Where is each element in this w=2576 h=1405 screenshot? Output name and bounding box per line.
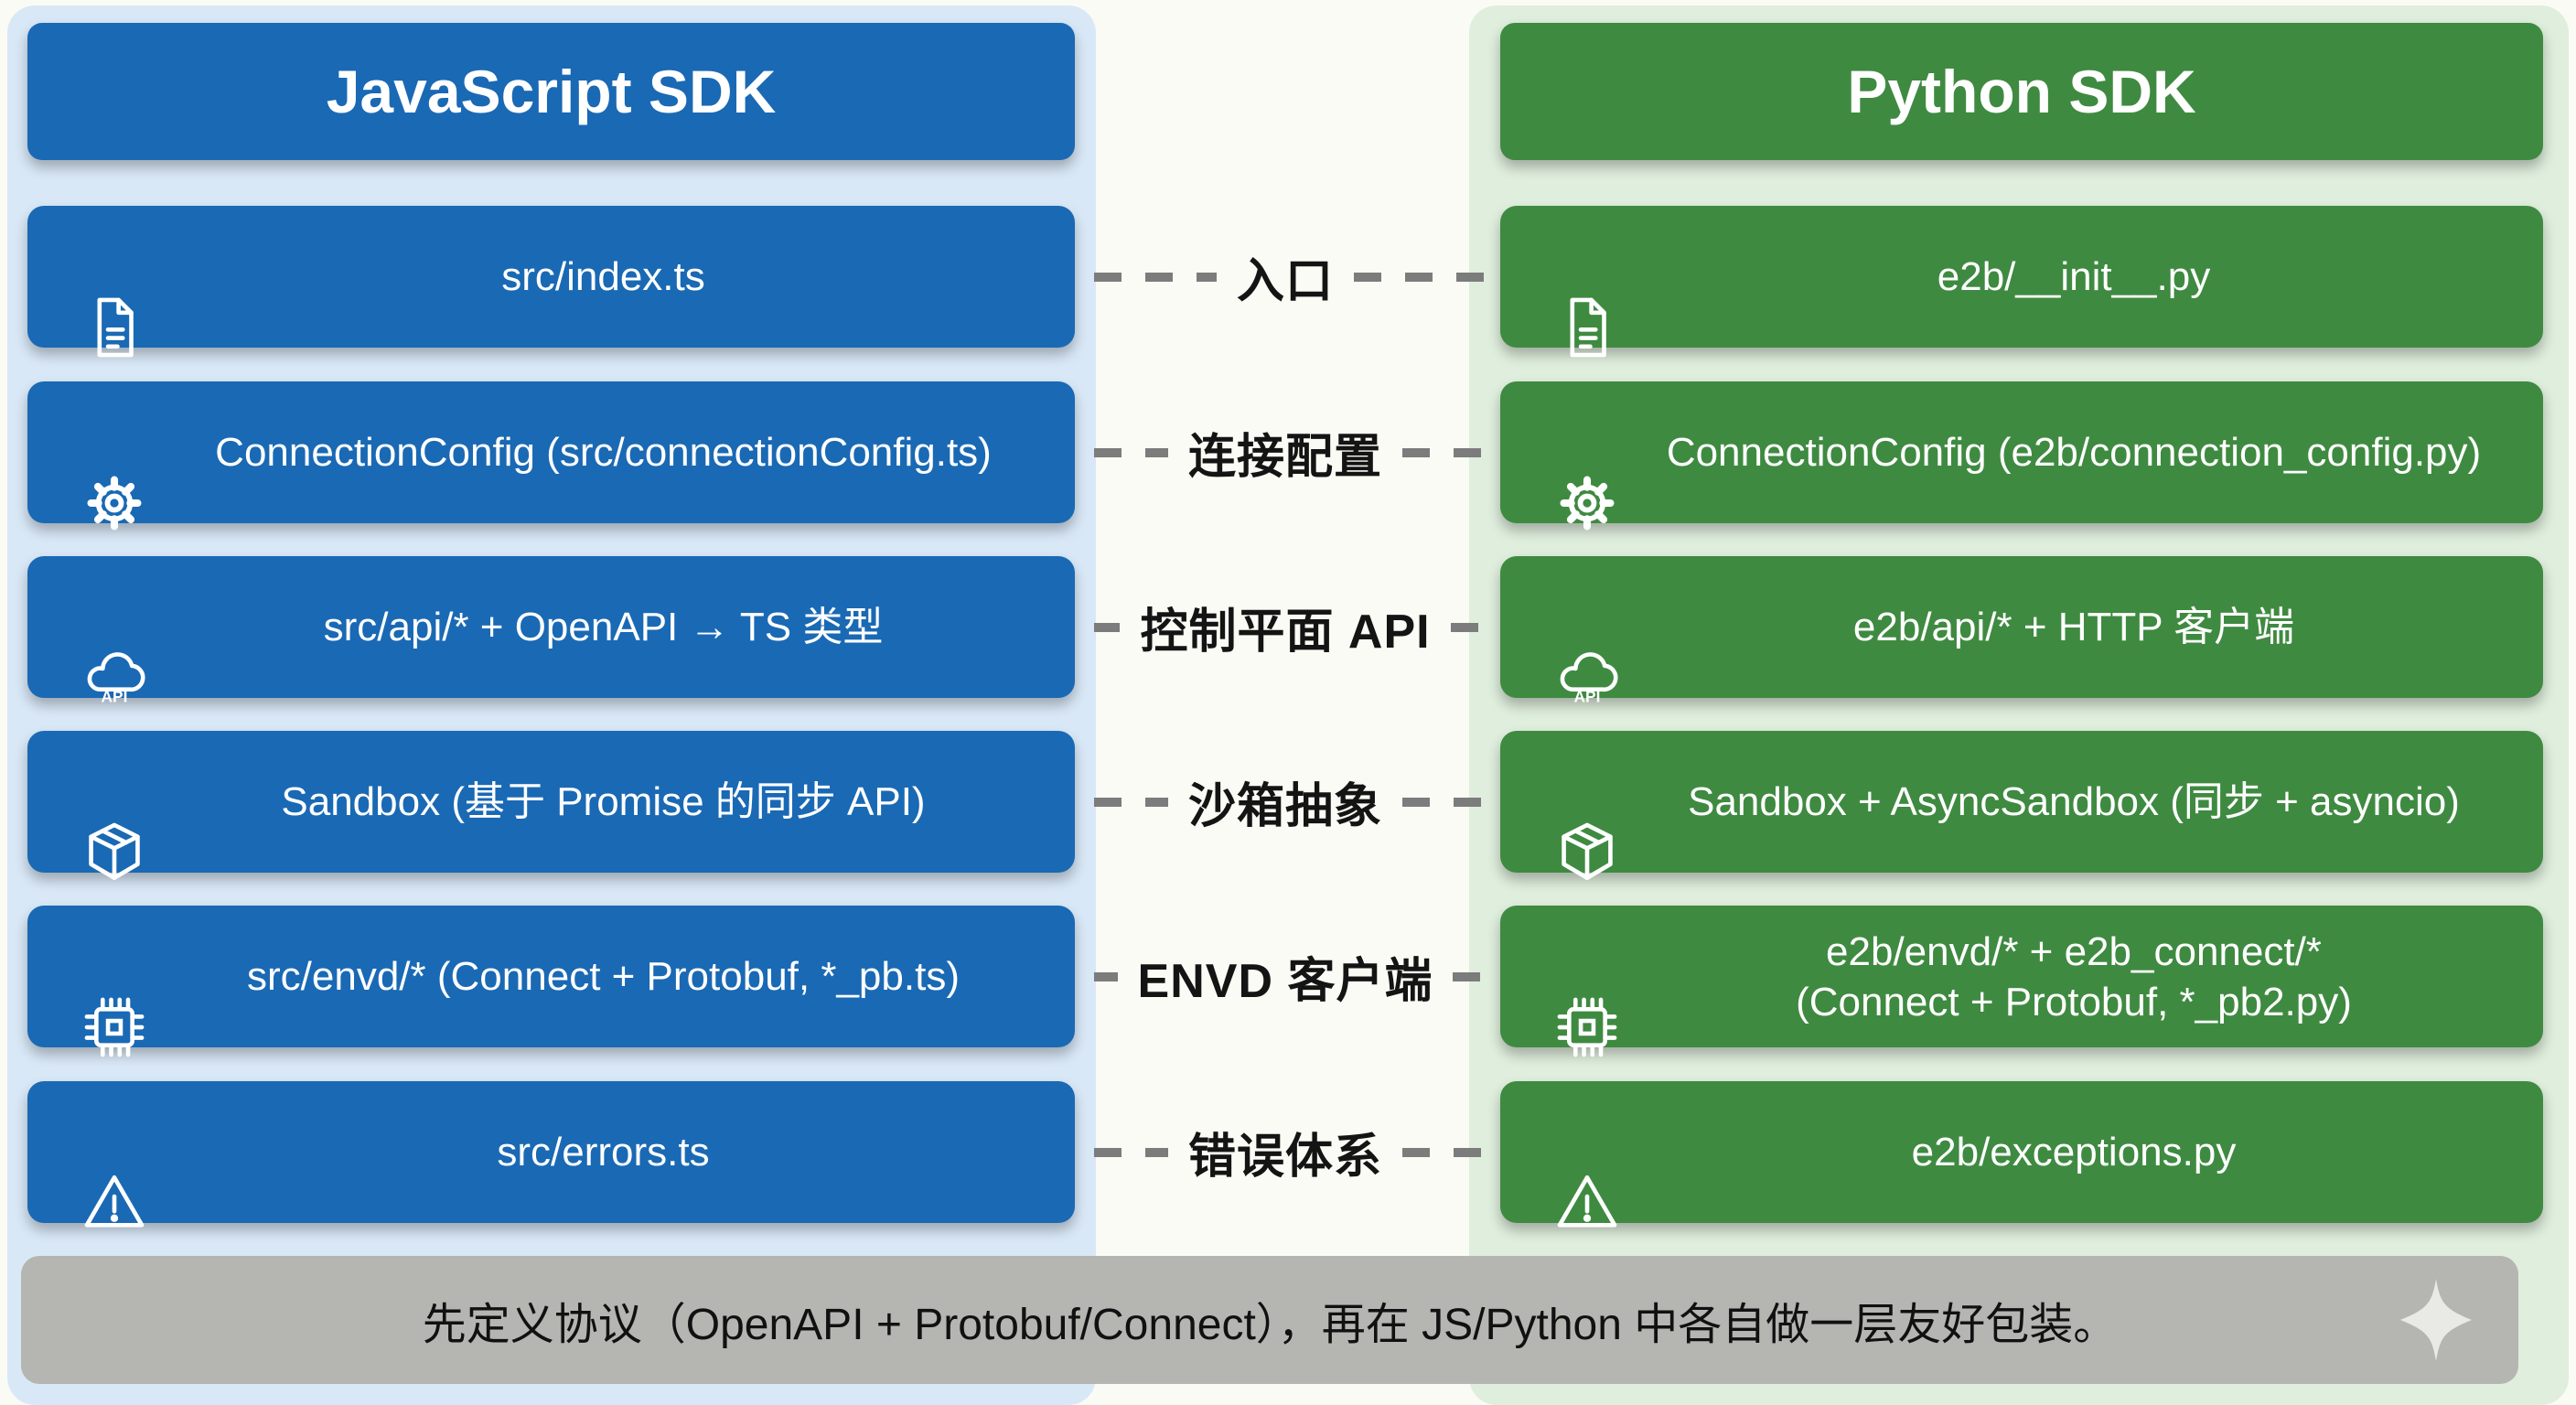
connector-label: 错误体系	[1188, 1131, 1383, 1184]
document-icon	[80, 243, 148, 357]
connector-label: 控制平面 API	[1140, 606, 1431, 659]
dash-line	[1043, 622, 1121, 632]
py-row-label: e2b/exceptions.py	[1911, 1130, 2237, 1174]
connector-label: 入口	[1237, 255, 1335, 308]
dash-line	[1453, 971, 1529, 981]
connector-label: 连接配置	[1188, 431, 1383, 484]
warning-icon	[1553, 1119, 1621, 1228]
api-cloud-icon: API	[1553, 594, 1621, 705]
dash-line	[1043, 797, 1168, 807]
js-row-label: Sandbox (基于 Promise 的同步 API)	[281, 779, 926, 824]
footer-text: 先定义协议（OpenAPI + Protobuf/Connect），再在 JS/…	[422, 1301, 2118, 1349]
dash-line	[1450, 622, 1529, 632]
connector-label: 沙箱抽象	[1188, 780, 1383, 833]
connector-sandbox-abstraction: 沙箱抽象	[1043, 731, 1529, 873]
py-row-envd: e2b/envd/* + e2b_connect/* (Connect + Pr…	[1500, 906, 2543, 1056]
dash-line	[1402, 447, 1529, 457]
svg-text:API: API	[102, 687, 128, 705]
py-row-entry: e2b/__init__.py	[1500, 206, 2543, 357]
js-row-entry: src/index.ts	[27, 206, 1075, 357]
py-row-connection-config: ConnectionConfig (e2b/connection_config.…	[1500, 381, 2543, 530]
gear-icon	[1553, 419, 1621, 530]
js-row-label: ConnectionConfig (src/connectionConfig.t…	[215, 430, 992, 475]
py-row-exceptions: e2b/exceptions.py	[1500, 1081, 2543, 1228]
connector-entry: 入口	[1043, 206, 1529, 348]
py-row-label: Sandbox + AsyncSandbox (同步 + asyncio)	[1688, 779, 2460, 824]
py-row-label: e2b/__init__.py	[1937, 254, 2211, 299]
connector-connection-config: 连接配置	[1043, 381, 1529, 523]
sparkle-icon	[2392, 1276, 2480, 1364]
js-row-sandbox: Sandbox (基于 Promise 的同步 API)	[27, 731, 1075, 880]
chip-icon	[1553, 943, 1621, 1056]
js-row-label: src/errors.ts	[497, 1130, 710, 1174]
document-icon	[1553, 243, 1621, 357]
connector-error-system: 错误体系	[1043, 1081, 1529, 1223]
dash-line	[1402, 797, 1529, 807]
py-row-label: e2b/envd/* + e2b_connect/* (Connect + Pr…	[1796, 928, 2352, 1024]
package-icon	[1553, 768, 1621, 880]
gear-icon	[80, 419, 148, 530]
py-row-label: e2b/api/* + HTTP 客户端	[1852, 605, 2295, 649]
js-row-errors: src/errors.ts	[27, 1081, 1075, 1228]
dash-line	[1043, 1147, 1168, 1157]
warning-icon	[80, 1119, 148, 1228]
dash-line	[1043, 272, 1217, 282]
connector-control-plane-api: 控制平面 API	[1043, 556, 1529, 698]
js-row-connection-config: ConnectionConfig (src/connectionConfig.t…	[27, 381, 1075, 530]
js-row-label: src/api/* + OpenAPI → TS 类型	[323, 605, 884, 649]
py-row-label: ConnectionConfig (e2b/connection_config.…	[1666, 430, 2482, 475]
dash-line	[1354, 272, 1529, 282]
connector-envd-client: ENVD 客户端	[1043, 906, 1529, 1047]
package-icon	[80, 768, 148, 880]
js-row-envd: src/envd/* (Connect + Protobuf, *_pb.ts)	[27, 906, 1075, 1056]
js-row-label: src/envd/* (Connect + Protobuf, *_pb.ts)	[247, 954, 960, 999]
svg-text:API: API	[1574, 687, 1601, 705]
footer-summary-bar: 先定义协议（OpenAPI + Protobuf/Connect），再在 JS/…	[21, 1256, 2518, 1384]
js-row-control-plane: API src/api/* + OpenAPI → TS 类型	[27, 556, 1075, 705]
py-row-sandbox: Sandbox + AsyncSandbox (同步 + asyncio)	[1500, 731, 2543, 880]
dash-line	[1043, 971, 1118, 981]
py-row-control-plane: API e2b/api/* + HTTP 客户端	[1500, 556, 2543, 705]
chip-icon	[80, 943, 148, 1056]
dash-line	[1043, 447, 1168, 457]
dash-line	[1402, 1147, 1529, 1157]
js-row-label: src/index.ts	[501, 254, 705, 299]
python-sdk-header: Python SDK	[1500, 23, 2543, 160]
javascript-sdk-header: JavaScript SDK	[27, 23, 1075, 160]
connector-label: ENVD 客户端	[1137, 955, 1433, 1008]
api-cloud-icon: API	[80, 594, 148, 705]
